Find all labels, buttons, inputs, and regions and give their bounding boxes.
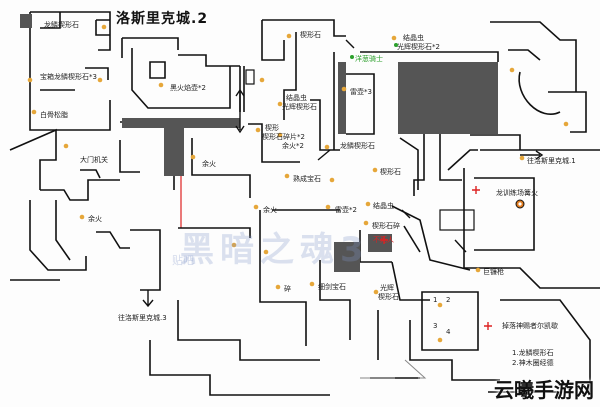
legend-item: 1.龙鳞楔形石 xyxy=(512,349,554,357)
map-label: 4 xyxy=(446,328,451,336)
map-label: 洋葱骑士 xyxy=(355,55,383,63)
map-label: 楔形 xyxy=(265,124,279,132)
watermark: 黑暗之魂3 xyxy=(180,230,370,270)
map-label: 余火 xyxy=(202,160,216,168)
map-label: 余火 xyxy=(88,215,102,223)
map-label: 楔形石 xyxy=(378,293,399,301)
map-label: 龙鳞楔形石 xyxy=(44,21,79,29)
map-label: 细剑宝石 xyxy=(318,283,346,291)
map-label: 3 xyxy=(433,322,438,330)
watermark-sub: 贴吧 xyxy=(172,254,194,267)
map-label: 楔形石 xyxy=(300,31,321,39)
map-label: 楔形石 xyxy=(380,168,401,176)
map-label: 白骨松脂 xyxy=(40,111,68,119)
map-label: 巨镰枪 xyxy=(483,268,504,276)
map-label: 雷壶*2 xyxy=(335,206,357,214)
map-label: 楔形石碎片*2 xyxy=(262,133,305,141)
map-label: 掉落神赐者尔凯歇 xyxy=(502,322,558,330)
map-label: 往洛斯里克城.1 xyxy=(527,157,576,165)
map-label: 龙训练场篝火 xyxy=(496,189,538,197)
map-title: 洛斯里克城.2 xyxy=(116,11,209,27)
map-legend: 1.龙鳞楔形石 2.神木圈经德 xyxy=(512,348,554,368)
map-label: 余火 xyxy=(263,206,277,214)
map-label: 雷壶*3 xyxy=(350,88,372,96)
map-label: 楔形石碎 xyxy=(372,222,400,230)
map-label: 2 xyxy=(446,296,451,304)
map-label: 碎 xyxy=(284,285,291,293)
map-label: 结晶虫 xyxy=(286,94,307,102)
map-label: 龙鳞楔形石 xyxy=(340,142,375,150)
map-label: 1 xyxy=(433,296,438,304)
map-label: 不死人 xyxy=(373,236,394,244)
legend-item: 2.神木圈经德 xyxy=(512,359,554,367)
map-label: 光辉楔形石 xyxy=(282,103,317,111)
site-brand: 云曦手游网 xyxy=(494,378,594,402)
map-label: 余火*2 xyxy=(282,142,304,150)
map-label: 结晶虫 xyxy=(403,34,424,42)
map-label: 光辉 xyxy=(380,284,394,292)
map-label: 黑火焰壶*2 xyxy=(170,84,206,92)
map-label: 熟成宝石 xyxy=(293,175,321,183)
map-label: 结晶虫 xyxy=(373,202,394,210)
map-label: 大门机关 xyxy=(80,156,108,164)
map-label: 宝箱龙鳞楔形石*3 xyxy=(40,73,97,81)
map-label: 光辉楔形石*2 xyxy=(397,43,440,51)
map-label: 往洛斯里克城.3 xyxy=(118,314,167,322)
